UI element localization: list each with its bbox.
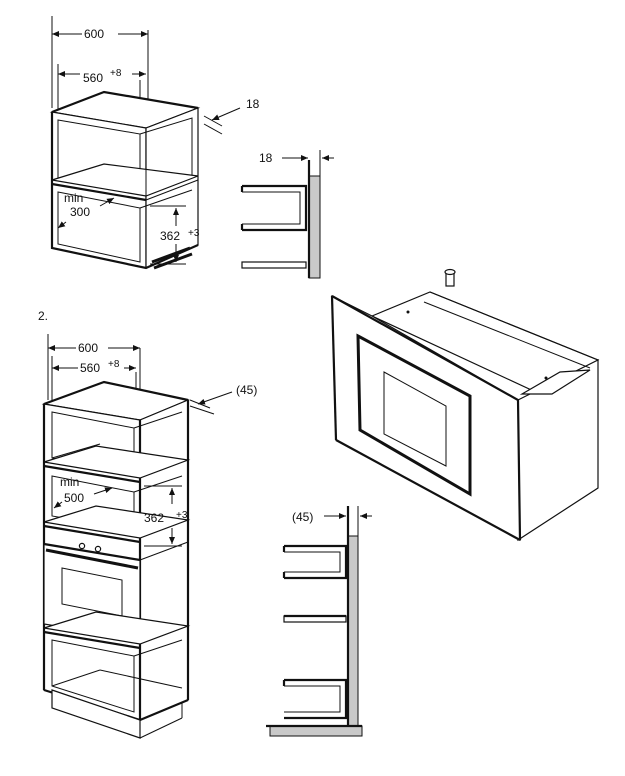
detail1-dim-18: 18 (259, 151, 273, 165)
figure-1-cabinet: 600 560 +8 18 min 300 (49, 16, 260, 270)
fig1-dim-362-tol: +3 (188, 228, 200, 239)
fig1-dim-560-tol: +8 (110, 68, 122, 79)
fig1-dim-600: 600 (84, 27, 104, 41)
floor (269, 725, 363, 737)
fig1-dim-362: 362 (160, 229, 180, 243)
fig2-dim-45: (45) (236, 383, 257, 397)
wall-panel-2 (347, 535, 359, 727)
detail-1-section: 18 (240, 150, 334, 279)
fig2-dim-min-value: 500 (64, 491, 84, 505)
fig2-dim-560: 560 (80, 361, 100, 375)
fig1-dim-18: 18 (246, 97, 260, 111)
fig2-dim-362: 362 (144, 511, 164, 525)
fig2-dim-600: 600 (78, 341, 98, 355)
fig1-dim-min-label: min (64, 191, 83, 205)
figure-2-tall-housing: 2. 600 560 +8 (45) (38, 309, 257, 739)
fig2-dim-min-label: min (60, 475, 79, 489)
fig1-dim-min-value: 300 (70, 205, 90, 219)
fig2-dim-560-tol: +8 (108, 359, 120, 370)
fig1-dim-560: 560 (83, 71, 103, 85)
wall-panel (308, 175, 321, 279)
step-label-2: 2. (38, 309, 48, 323)
fig2-dim-362-tol: +3 (176, 510, 188, 521)
detail-2-section: (45) (266, 506, 372, 737)
built-in-oven-illustration (330, 268, 600, 542)
detail2-dim-45: (45) (292, 510, 313, 524)
